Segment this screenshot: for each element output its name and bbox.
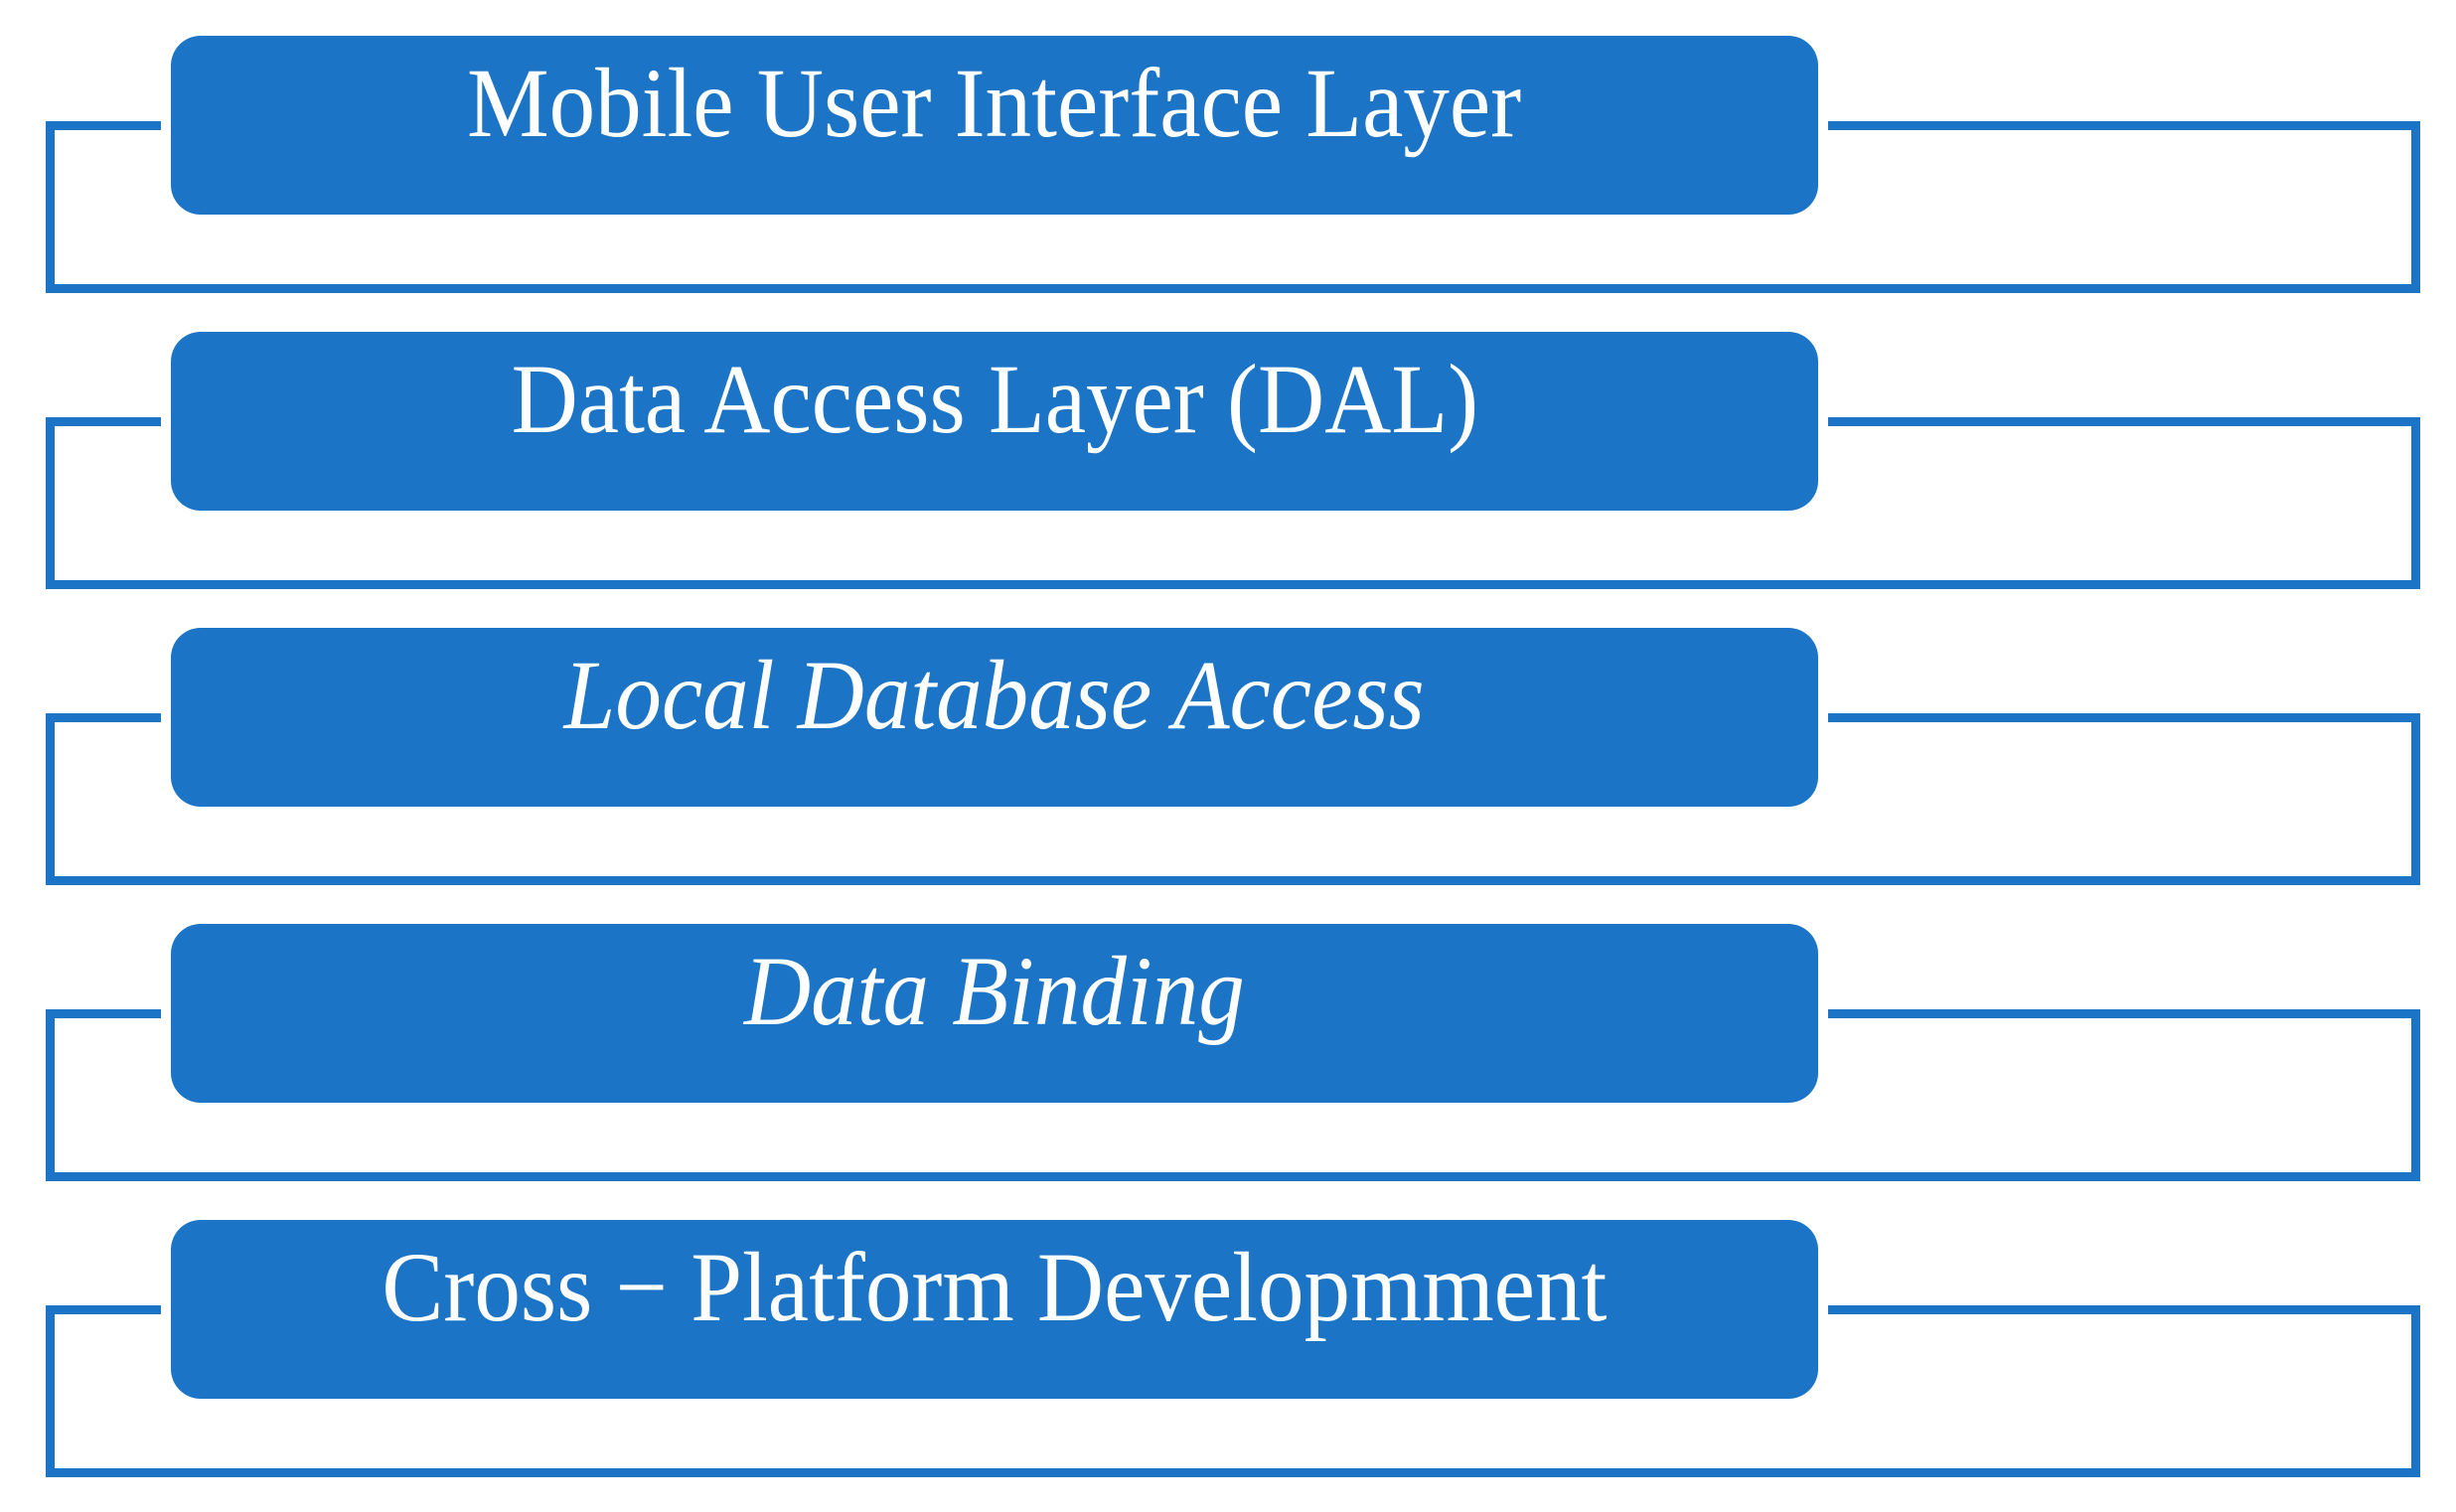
process-step-4-label: Data Binding xyxy=(744,936,1245,1046)
process-step-5: Cross − Platform Developmment xyxy=(0,1220,2456,1477)
process-step-4: Data Binding xyxy=(0,924,2456,1181)
process-step-4-box: Data Binding xyxy=(171,924,1818,1103)
process-step-3-box: Local Database Access xyxy=(171,628,1818,807)
process-step-1-box: Mobile User Interface Layer xyxy=(171,36,1818,215)
process-step-5-box: Cross − Platform Developmment xyxy=(171,1220,1818,1399)
process-step-3-label: Local Database Access xyxy=(563,640,1426,750)
process-step-2-box: Data Access Layer (DAL) xyxy=(171,332,1818,511)
process-step-2: Data Access Layer (DAL) xyxy=(0,332,2456,589)
process-step-1-label: Mobile User Interface Layer xyxy=(467,48,1522,158)
process-step-5-label: Cross − Platform Developmment xyxy=(382,1232,1608,1342)
process-step-2-label: Data Access Layer (DAL) xyxy=(511,344,1478,454)
process-step-3: Local Database Access xyxy=(0,628,2456,885)
process-step-1: Mobile User Interface Layer xyxy=(0,36,2456,293)
